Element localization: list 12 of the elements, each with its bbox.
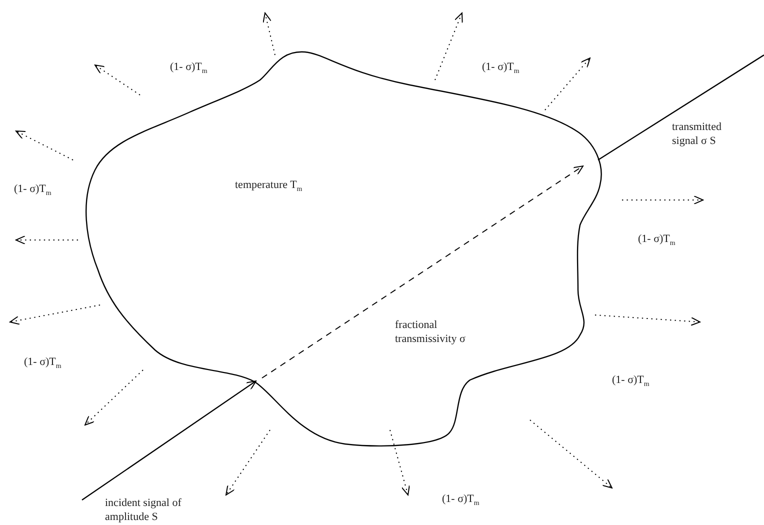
- label-text: incident signal of amplitude S: [105, 496, 182, 524]
- emission-label: (1- σ)T$_{m}$: [14, 182, 52, 200]
- emission-label: (1- σ)T$_{m}$: [482, 60, 520, 78]
- emission-label: (1- σ)T$_{m}$: [170, 60, 208, 78]
- emission-label: (1- σ)T$_{m}$: [638, 232, 676, 250]
- signal-line: [82, 380, 256, 500]
- label-text: temperature T$_{m}$: [235, 178, 304, 196]
- label-text: fractional transmissivity σ: [395, 318, 466, 346]
- emission-label: (1- σ)T$_{m}$: [24, 355, 62, 372]
- signal-line: [598, 54, 764, 160]
- emission-label: (1- σ)T$_{m}$: [612, 373, 650, 390]
- emission-label: (1- σ)T$_{m}$: [442, 492, 480, 510]
